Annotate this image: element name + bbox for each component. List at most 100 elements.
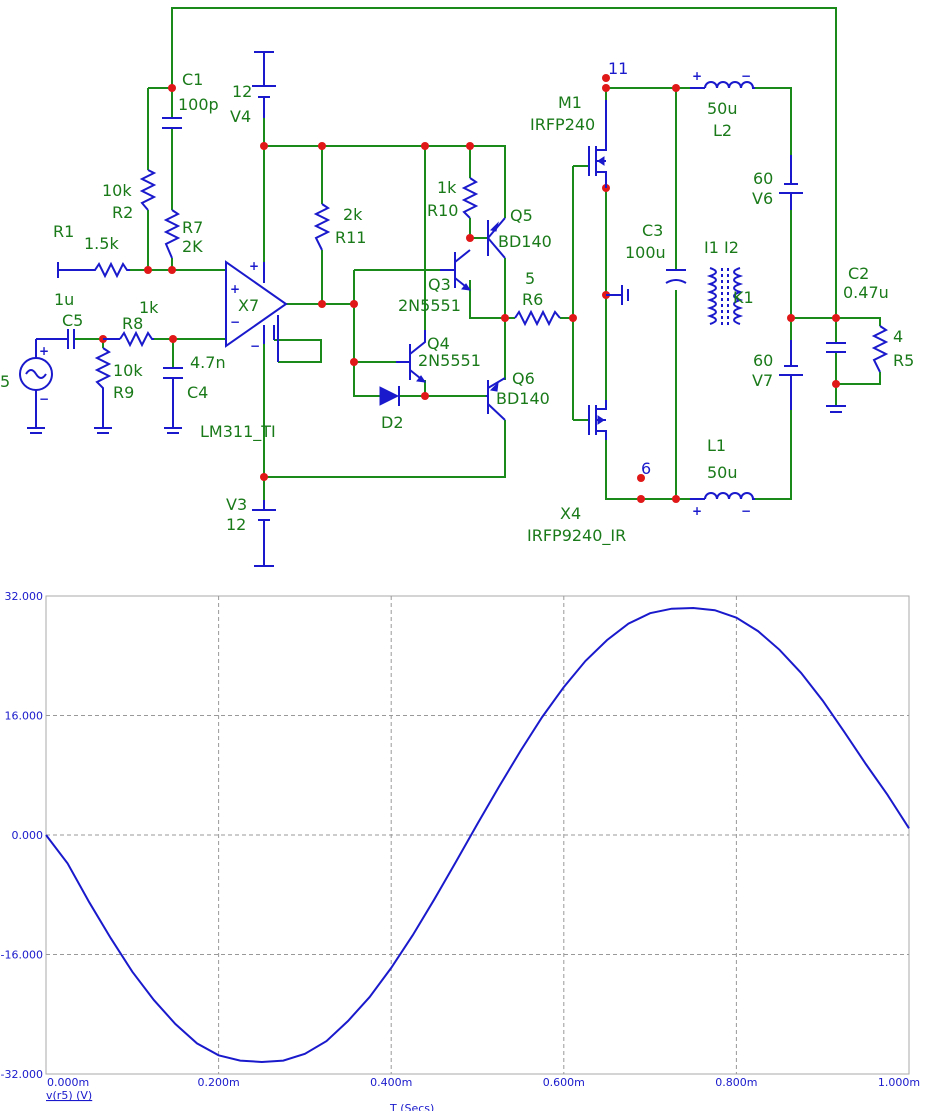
- mosfet-x4[interactable]: X4 IRFP9240_IR: [527, 400, 626, 546]
- capacitor-c4[interactable]: 4.7n C4: [163, 353, 226, 434]
- q5-ref: Q5: [510, 206, 533, 225]
- transformer-k1[interactable]: I1 I2 K1: [704, 238, 754, 328]
- svg-text:−: −: [230, 315, 240, 329]
- v3-value: 12: [226, 515, 246, 534]
- resistor-r1[interactable]: R1 1.5k: [53, 222, 130, 279]
- trace-label[interactable]: v(r5) (V): [46, 1089, 92, 1102]
- x4-ref: X4: [560, 504, 581, 523]
- resistor-r5[interactable]: 4 R5: [871, 325, 914, 373]
- resistor-r8[interactable]: 1k R8: [103, 298, 159, 348]
- resistor-r9[interactable]: 10k R9: [94, 347, 143, 434]
- r7-value: 2K: [182, 237, 203, 256]
- resistor-r11[interactable]: 2k R11: [313, 203, 366, 251]
- r8-ref: R8: [122, 314, 143, 333]
- capacitor-c2[interactable]: C2 0.47u: [826, 264, 889, 413]
- y-tick-label: 32.000: [5, 590, 44, 603]
- q6-model: BD140: [496, 389, 550, 408]
- mosfet-m1[interactable]: M1 IRFP240: [530, 93, 607, 188]
- c4-value: 4.7n: [190, 353, 226, 372]
- transistor-q6[interactable]: Q6 BD140: [486, 369, 550, 421]
- node-11-label: 11: [608, 59, 628, 78]
- x-tick-label: 0.600m: [543, 1076, 585, 1089]
- r11-ref: R11: [335, 228, 366, 247]
- capacitor-c1[interactable]: C1 100p: [162, 70, 219, 129]
- battery-v7[interactable]: 60 V7: [752, 340, 803, 410]
- resistor-r2[interactable]: 10k R2: [102, 169, 157, 222]
- r8-value: 1k: [139, 298, 159, 317]
- svg-text:−: −: [250, 339, 260, 353]
- transistor-q3[interactable]: Q3 2N5551: [398, 249, 472, 315]
- r9-ref: R9: [113, 383, 134, 402]
- x7-ref: X7: [238, 296, 259, 315]
- q3-model: 2N5551: [398, 296, 461, 315]
- l2-value: 50u: [707, 99, 738, 118]
- plot-grid: [46, 596, 909, 1074]
- c2-ref: C2: [848, 264, 869, 283]
- schematic: C1 100p 10k R2 R7 2K R1 1.5k +: [0, 7, 914, 567]
- y-tick-label: 16.000: [5, 710, 44, 723]
- svg-text:−: −: [741, 504, 751, 518]
- x7-model: LM311_TI: [200, 422, 276, 442]
- svg-text:+: +: [692, 504, 702, 518]
- c3-value: 100u: [625, 243, 666, 262]
- r2-value: 10k: [102, 181, 132, 200]
- opamp-x7[interactable]: + − + − X7 LM311_TI: [200, 259, 288, 442]
- transistor-q4[interactable]: Q4 2N5551: [396, 330, 481, 383]
- x-tick-label: 1.000m: [878, 1076, 920, 1089]
- l2-ref: L2: [713, 121, 732, 140]
- resistor-r6[interactable]: 5 R6: [514, 269, 561, 327]
- x-tick-label: 0.400m: [370, 1076, 412, 1089]
- y-tick-label: 0.000: [12, 829, 44, 842]
- x-tick-label: 0.000m: [47, 1076, 89, 1089]
- resistor-r10[interactable]: 1k R10: [427, 177, 479, 220]
- junctions: [99, 74, 840, 503]
- c3-ref: C3: [642, 221, 663, 240]
- resistor-r7[interactable]: R7 2K: [163, 209, 203, 259]
- q5-model: BD140: [498, 232, 552, 251]
- x-tick-labels: 0.000m 0.200m 0.400m 0.600m 0.800m 1.000m: [47, 1076, 920, 1089]
- k1-coils: I1 I2: [704, 238, 739, 257]
- capacitor-c5[interactable]: 1u C5: [54, 290, 83, 349]
- svg-text:5: 5: [0, 372, 10, 391]
- diode-d2[interactable]: D2: [379, 386, 404, 432]
- r1-ref: R1: [53, 222, 74, 241]
- transistor-q5[interactable]: Q5 BD140: [487, 206, 552, 259]
- inductor-l1[interactable]: + − L1 50u: [690, 436, 755, 518]
- source-v5[interactable]: + − 5: [0, 338, 62, 434]
- r6-ref: R6: [522, 290, 543, 309]
- svg-text:+: +: [249, 259, 259, 273]
- l1-value: 50u: [707, 463, 738, 482]
- r1-value: 1.5k: [84, 234, 119, 253]
- m1-ref: M1: [558, 93, 582, 112]
- x-axis-label: T (Secs): [389, 1102, 434, 1111]
- battery-v3[interactable]: V3 12: [226, 495, 276, 567]
- y-tick-label: -32.000: [1, 1068, 43, 1081]
- q6-ref: Q6: [512, 369, 535, 388]
- r7-ref: R7: [182, 218, 203, 237]
- x-tick-label: 0.800m: [715, 1076, 757, 1089]
- v7-value: 60: [753, 351, 773, 370]
- c5-value: 1u: [54, 290, 74, 309]
- c1-ref: C1: [182, 70, 203, 89]
- c2-value: 0.47u: [843, 283, 889, 302]
- q4-model: 2N5551: [418, 351, 481, 370]
- r5-ref: R5: [893, 351, 914, 370]
- capacitor-c3[interactable]: C3 100u: [625, 221, 687, 284]
- c5-ref: C5: [62, 311, 83, 330]
- d2-ref: D2: [381, 413, 404, 432]
- inductor-l2[interactable]: + − 50u L2: [690, 69, 755, 140]
- c1-value: 100p: [178, 95, 219, 114]
- battery-v6[interactable]: 60 V6: [752, 155, 803, 210]
- svg-text:−: −: [741, 69, 751, 83]
- r5-value: 4: [893, 327, 903, 346]
- battery-v4[interactable]: 12 V4: [230, 51, 276, 126]
- v7-ref: V7: [752, 371, 773, 390]
- svg-text:+: +: [39, 344, 49, 358]
- x-tick-label: 0.200m: [197, 1076, 239, 1089]
- q4-ref: Q4: [427, 334, 450, 353]
- svg-text:−: −: [39, 392, 49, 406]
- ground-symbol: [606, 285, 629, 305]
